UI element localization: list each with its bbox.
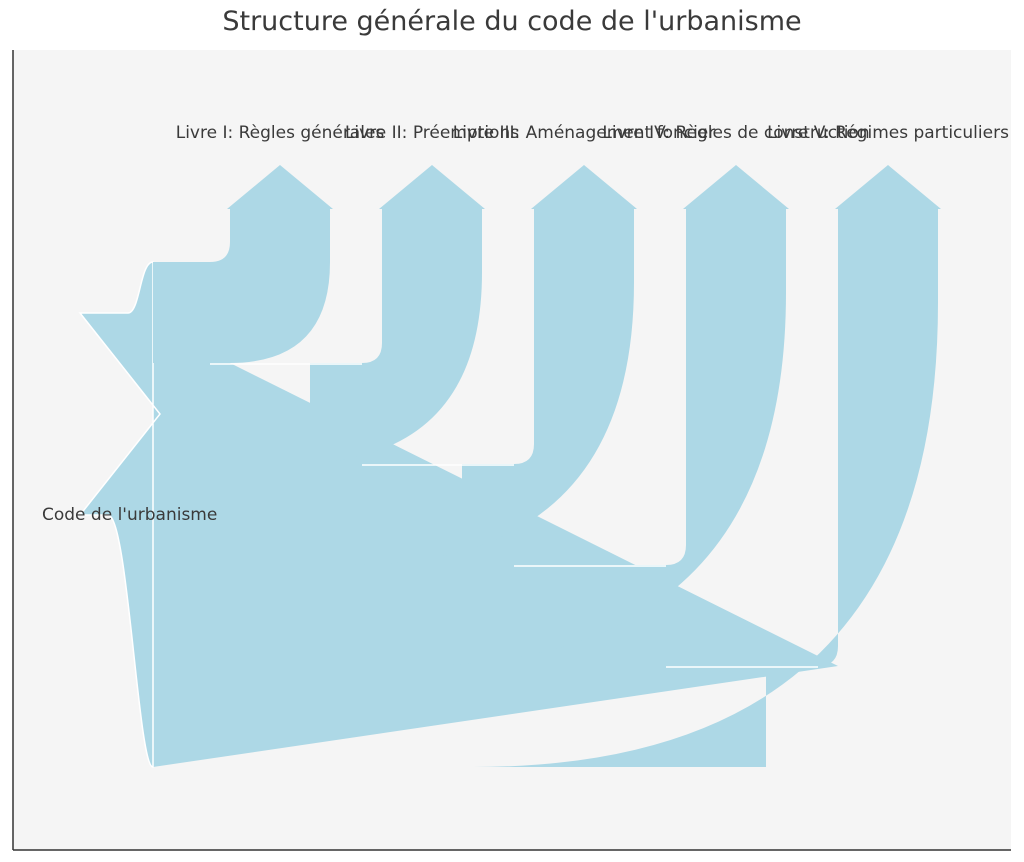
output-label: Livre V: Régimes particuliers: [767, 123, 1009, 143]
output-label: Livre IV: Règles de construction: [602, 123, 869, 143]
output-label: Livre I: Règles générales: [176, 123, 385, 143]
chart-title: Structure générale du code de l'urbanism…: [222, 6, 802, 37]
flows-group: [78, 165, 941, 768]
source-label: Code de l'urbanisme: [42, 505, 217, 525]
output-flow: [351, 165, 637, 565]
output-label: Livre II: Préemptions: [345, 123, 519, 143]
source-input-flow: [78, 261, 161, 768]
output-flow: [153, 165, 333, 363]
output-flow: [290, 165, 485, 464]
output-flow: [473, 165, 941, 767]
trunk-fill: [153, 363, 838, 767]
output-label: Livre III: Aménagement foncier: [453, 123, 716, 143]
output-flow: [412, 165, 789, 666]
